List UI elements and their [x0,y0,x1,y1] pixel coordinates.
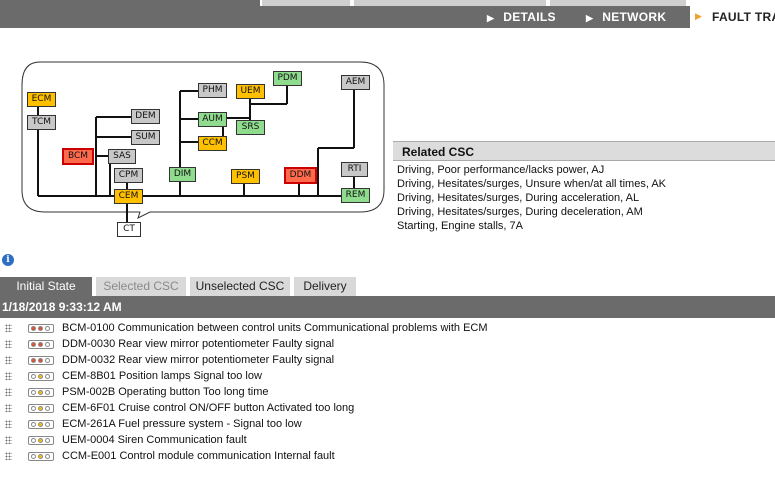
drag-handle-icon[interactable] [5,452,12,460]
status-lamp-icon [28,452,54,461]
node-ddm[interactable]: DDM [284,167,317,184]
drag-handle-icon[interactable] [5,340,12,348]
top-nav [0,0,775,28]
fault-row[interactable]: CEM-6F01 Cruise control ON/OFF button Ac… [0,400,775,416]
network-diagram: ECM TCM DEM SUM BCM SAS CPM CEM CT PHM U… [0,40,395,250]
status-lamp-icon [28,404,54,413]
fault-text: UEM-0004 Siren Communication fault [62,434,247,446]
fault-row[interactable]: DDM-0030 Rear view mirror potentiometer … [0,336,775,352]
node-pdm[interactable]: PDM [273,71,302,86]
nav-fault-tracing[interactable]: ▶ FAULT TRA [690,6,775,28]
tab-initial-state[interactable]: Initial State [0,277,92,296]
status-lamp-icon [28,340,54,349]
csc-item[interactable]: Driving, Hesitates/surges, Unsure when/a… [397,178,667,190]
related-csc-header: Related CSC [393,141,775,161]
info-icon[interactable]: i [2,254,14,266]
node-sas[interactable]: SAS [108,149,136,164]
nav-network[interactable]: ▶NETWORK [586,10,667,24]
fault-text: ECM-261A Fuel pressure system - Signal t… [62,418,302,430]
status-lamp-icon [28,436,54,445]
fault-text: CEM-6F01 Cruise control ON/OFF button Ac… [62,402,355,414]
csc-item[interactable]: Driving, Hesitates/surges, During decele… [397,206,643,218]
fault-list: BCM-0100 Communication between control u… [0,320,775,464]
csc-item[interactable]: Driving, Hesitates/surges, During accele… [397,192,640,204]
drag-handle-icon[interactable] [5,324,12,332]
fault-row[interactable]: CCM-E001 Control module communication In… [0,448,775,464]
node-dim[interactable]: DIM [169,167,196,182]
related-csc-list: Driving, Poor performance/lacks power, A… [397,163,666,233]
status-lamp-icon [28,356,54,365]
status-lamp-icon [28,388,54,397]
fault-text: CEM-8B01 Position lamps Signal too low [62,370,262,382]
chevron-right-icon: ▶ [487,13,495,23]
fault-text: CCM-E001 Control module communication In… [62,450,335,462]
drag-handle-icon[interactable] [5,436,12,444]
fault-text: PSM-002B Operating button Too long time [62,386,269,398]
node-rti[interactable]: RTI [341,162,368,177]
tab-delivery[interactable]: Delivery [294,277,356,296]
fault-row[interactable]: PSM-002B Operating button Too long time [0,384,775,400]
node-ecm[interactable]: ECM [27,92,56,107]
node-dem[interactable]: DEM [131,109,160,124]
node-aum[interactable]: AUM [198,112,227,127]
node-bcm[interactable]: BCM [62,148,94,165]
status-lamp-icon [28,372,54,381]
node-cpm[interactable]: CPM [114,168,143,183]
status-lamp-icon [28,420,54,429]
csc-item[interactable]: Starting, Engine stalls, 7A [397,220,523,232]
drag-handle-icon[interactable] [5,356,12,364]
node-ccm[interactable]: CCM [198,136,227,151]
fault-row[interactable]: CEM-8B01 Position lamps Signal too low [0,368,775,384]
drag-handle-icon[interactable] [5,388,12,396]
node-rem[interactable]: REM [341,188,370,203]
nav-details[interactable]: ▶DETAILS [487,10,556,24]
csc-item[interactable]: Driving, Poor performance/lacks power, A… [397,164,605,176]
drag-handle-icon[interactable] [5,372,12,380]
node-aem[interactable]: AEM [341,75,370,90]
tab-selected-csc[interactable]: Selected CSC [96,277,186,296]
fault-text: BCM-0100 Communication between control u… [62,322,488,334]
node-sum[interactable]: SUM [131,130,160,145]
drag-handle-icon[interactable] [5,404,12,412]
fault-text: DDM-0030 Rear view mirror potentiometer … [62,338,335,350]
node-ct[interactable]: CT [117,222,141,237]
node-cem[interactable]: CEM [114,189,143,204]
chevron-right-icon: ▶ [695,12,702,22]
node-srs[interactable]: SRS [236,120,265,135]
drag-handle-icon[interactable] [5,420,12,428]
node-phm[interactable]: PHM [198,83,227,98]
tab-unselected-csc[interactable]: Unselected CSC [190,277,290,296]
node-psm[interactable]: PSM [231,169,260,184]
state-band [0,296,775,318]
fault-row[interactable]: ECM-261A Fuel pressure system - Signal t… [0,416,775,432]
status-lamp-icon [28,324,54,333]
node-uem[interactable]: UEM [236,84,265,99]
fault-row[interactable]: DDM-0032 Rear view mirror potentiometer … [0,352,775,368]
fault-row[interactable]: UEM-0004 Siren Communication fault [0,432,775,448]
node-tcm[interactable]: TCM [27,115,56,130]
state-timestamp: 1/18/2018 9:33:12 AM [2,300,122,314]
nav-bar [0,6,775,28]
fault-row[interactable]: BCM-0100 Communication between control u… [0,320,775,336]
chevron-right-icon: ▶ [586,13,594,23]
fault-text: DDM-0032 Rear view mirror potentiometer … [62,354,335,366]
